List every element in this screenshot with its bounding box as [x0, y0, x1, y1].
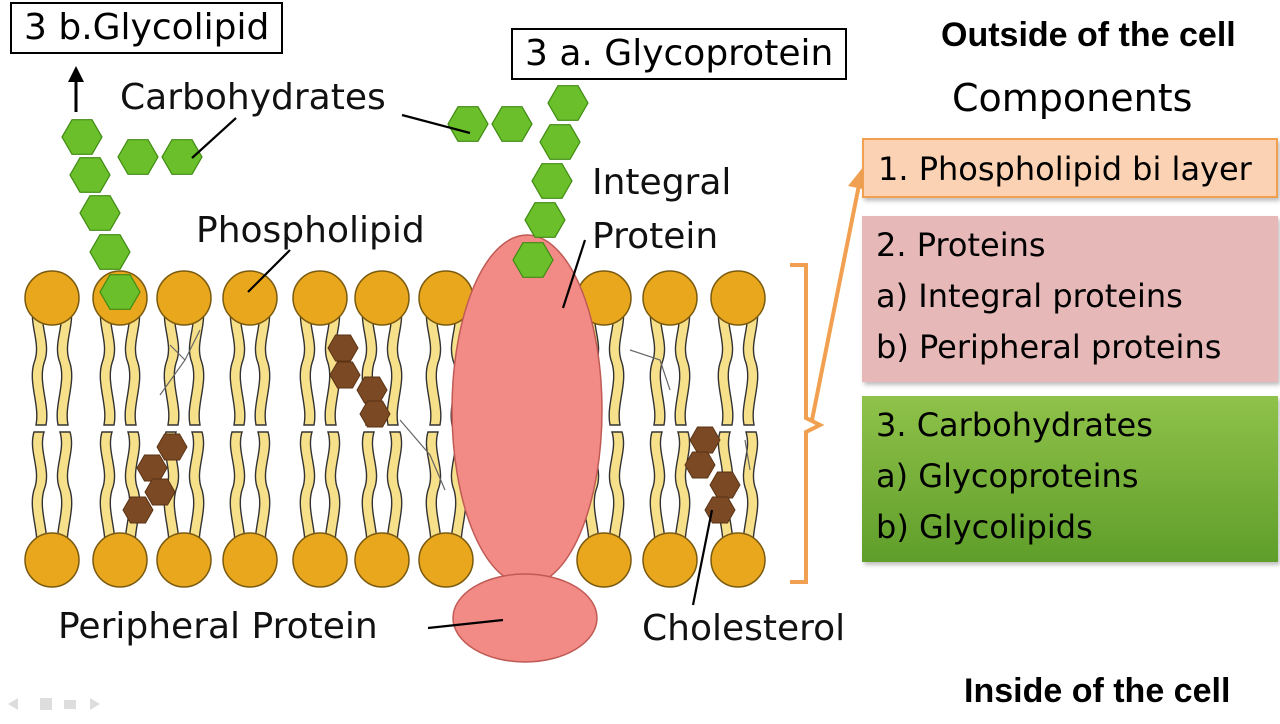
bracket-arrow [810, 179, 862, 421]
peripheral-protein [452, 573, 598, 663]
component-phospholipid: 1. Phospholipid bi layer [862, 138, 1278, 198]
label-carbohydrates: Carbohydrates [120, 77, 386, 118]
label-integral: Integral [592, 162, 731, 203]
components-heading: Components [952, 76, 1193, 120]
lower-leaflet-tails [31, 431, 759, 553]
component-carbohydrates: 3. Carbohydrates a) Glycoproteins b) Gly… [862, 396, 1278, 562]
label-protein: Protein [592, 216, 718, 257]
component-proteins: 2. Proteins a) Integral proteins b) Peri… [862, 216, 1278, 382]
component-line: a) Integral proteins [876, 277, 1183, 315]
label-cholesterol: Cholesterol [642, 608, 845, 649]
bilayer-bracket [790, 263, 825, 584]
label-peripheral-protein: Peripheral Protein [58, 606, 378, 647]
leader-lines [191, 113, 714, 630]
up-arrow-icon [68, 66, 84, 112]
integral-protein [451, 234, 603, 586]
component-line: 1. Phospholipid bi layer [878, 150, 1252, 188]
upper-heads [24, 270, 766, 326]
slide-controls[interactable] [8, 698, 100, 710]
glycolipid-label-box: 3 b.Glycolipid [10, 2, 284, 54]
component-line: 3. Carbohydrates [876, 406, 1153, 444]
inside-cell-label: Inside of the cell [964, 672, 1231, 710]
label-phospholipid: Phospholipid [196, 210, 425, 251]
inner-chains [159, 329, 751, 491]
outside-cell-label: Outside of the cell [941, 16, 1236, 54]
upper-leaflet-tails [31, 304, 759, 426]
component-line: a) Glycoproteins [876, 457, 1139, 495]
component-line: b) Glycolipids [876, 508, 1093, 546]
glycoprotein-label-box: 3 a. Glycoprotein [511, 28, 848, 80]
component-line: 2. Proteins [876, 226, 1046, 264]
component-line: b) Peripheral proteins [876, 328, 1222, 366]
lower-heads [24, 532, 766, 588]
